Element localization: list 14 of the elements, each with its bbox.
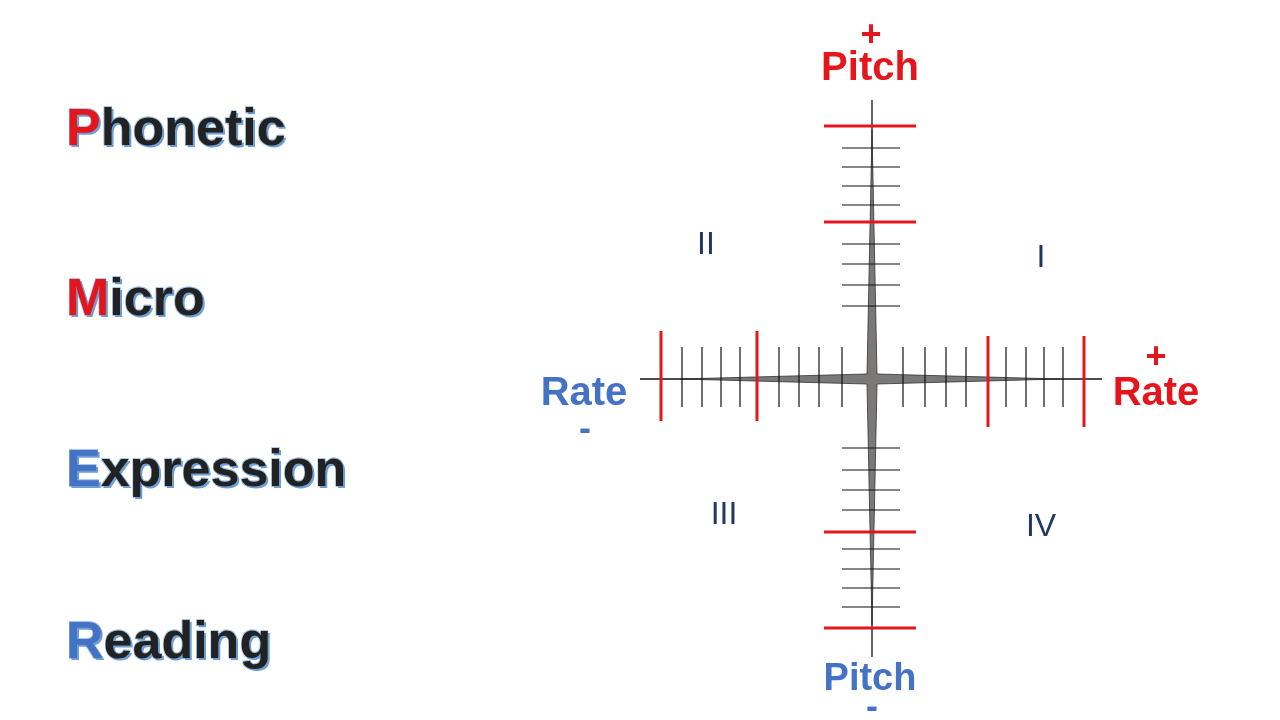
minus-sign: - (579, 418, 591, 438)
minus-sign: - (866, 696, 878, 716)
quadrant-numeral: III (710, 497, 738, 529)
quadrant-numeral: II (697, 227, 715, 259)
axis-label: Rate (1112, 371, 1200, 411)
plus-sign: + (860, 24, 882, 44)
axis-label: Pitch (823, 658, 917, 696)
axis-label: Rate (540, 371, 628, 411)
quadrant-numeral: I (1036, 240, 1046, 272)
acronym-term: Micro (66, 271, 205, 323)
axis-label: Pitch (821, 46, 919, 86)
quadrant-numeral: IV (1025, 509, 1057, 541)
plus-sign: + (1145, 346, 1167, 366)
acronym-term: Phonetic (66, 101, 286, 153)
